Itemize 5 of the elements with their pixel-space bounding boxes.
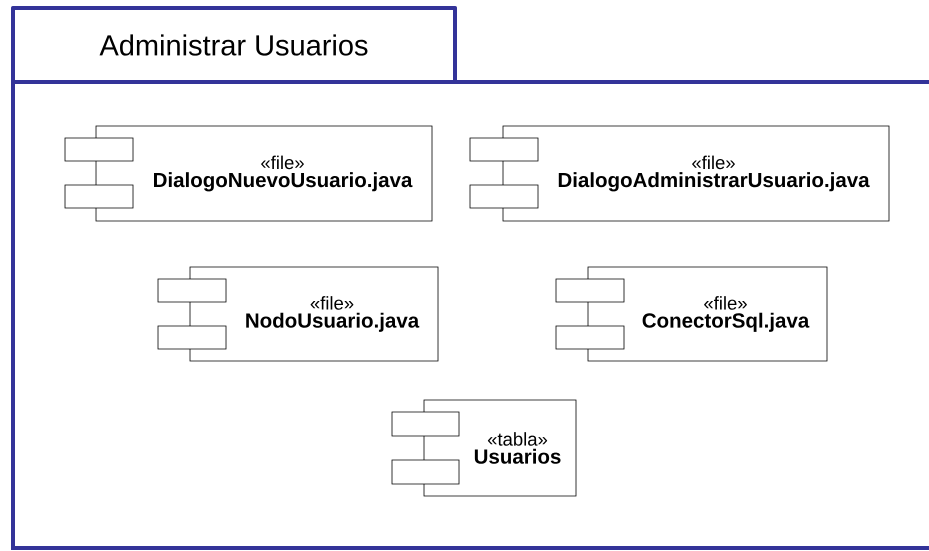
- component-box: «file» DialogoAdministrarUsuario.java: [470, 126, 890, 222]
- component-box: «file» ConectorSql.java: [556, 266, 828, 362]
- component-box: «file» DialogoNuevoUsuario.java: [64, 126, 432, 222]
- component-box: «tabla» Usuarios: [392, 400, 576, 496]
- component-box: «file» NodoUsuario.java: [158, 266, 438, 362]
